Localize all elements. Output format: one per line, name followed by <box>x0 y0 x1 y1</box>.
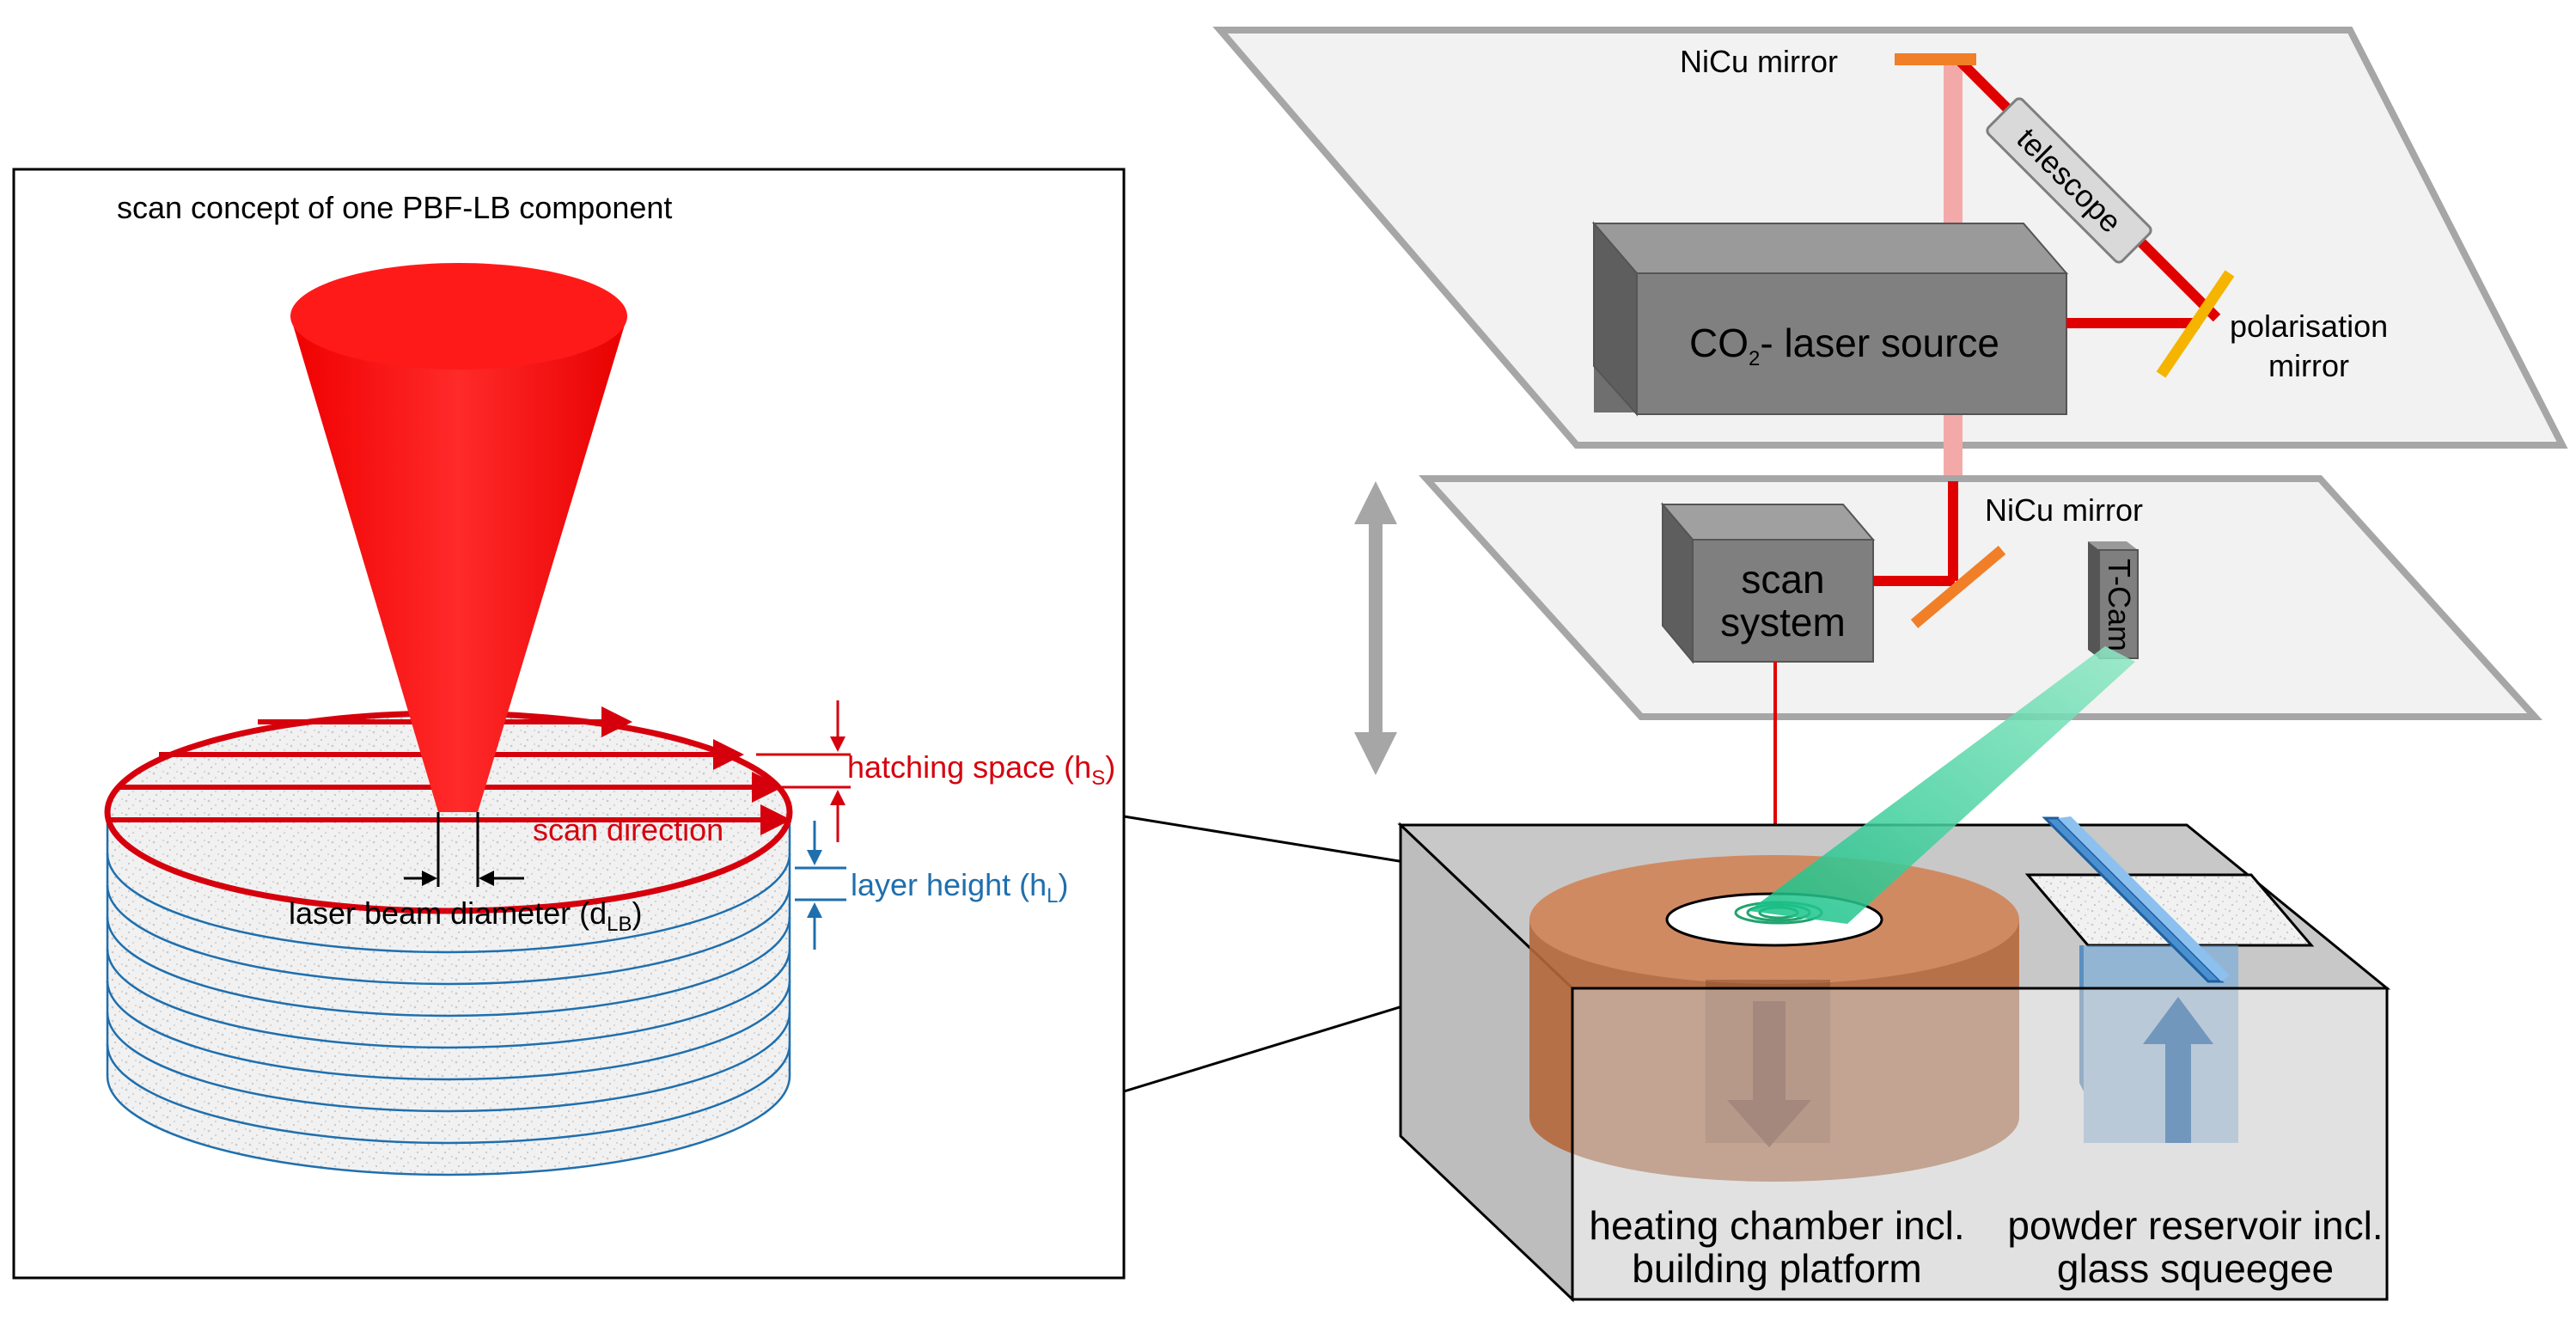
polarisation-mirror-label-2: mirror <box>2268 348 2349 383</box>
heating-chamber-label-2: building platform <box>1632 1246 1922 1291</box>
beam-diameter-marks <box>404 812 524 887</box>
vertical-move-arrow <box>1354 481 1397 775</box>
scan-system-box <box>1660 502 1876 664</box>
layer-outline <box>106 884 791 986</box>
nicu-mirror-top <box>1895 53 1976 65</box>
beam-diameter-label: laser beam diameter (dLB) <box>289 895 643 936</box>
nicu-mirror-mid <box>1910 546 2006 628</box>
laser-cone <box>290 263 627 812</box>
powder-reservoir-label-2: glass squeegee <box>2057 1246 2334 1291</box>
hatching-space-label: hatching space (hS) <box>847 749 1115 790</box>
camera-field-of-view <box>1749 646 2135 924</box>
layer-outline <box>106 1043 791 1145</box>
layer-height-label: layer height (hL) <box>851 867 1069 908</box>
scan-concept-inset: scan concept of one PBF-LB component <box>12 168 1126 1280</box>
polarisation-mirror-label: polarisation <box>2230 309 2388 344</box>
powder-reservoir-label: powder reservoir incl. <box>2007 1203 2383 1248</box>
laser-source-label: CO2- laser source <box>1689 321 1999 370</box>
scan-system-label-2: system <box>1720 600 1846 645</box>
layer-outline <box>106 1011 791 1113</box>
scan-direction-label: scan direction <box>533 812 723 847</box>
nicu-mirror-top-label: NiCu mirror <box>1680 44 1838 79</box>
inset-title: scan concept of one PBF-LB component <box>117 190 672 225</box>
laser-source-box <box>1591 221 2069 417</box>
scan-plate <box>1419 475 2542 720</box>
layer-outline <box>106 916 791 1018</box>
build-box-front <box>1571 987 2389 1301</box>
polarisation-mirror <box>2156 270 2235 378</box>
scan-system-label: scan <box>1741 557 1824 602</box>
layer-outline <box>106 980 791 1081</box>
tcam-box <box>2088 541 2139 659</box>
beam-into-scan <box>1873 481 1958 586</box>
nicu-mirror-mid-label: NiCu mirror <box>1985 492 2143 528</box>
heating-chamber-label: heating chamber incl. <box>1589 1203 1964 1248</box>
layer-outline <box>106 1075 791 1176</box>
layer-height-marks <box>795 821 846 950</box>
layer-outline <box>106 948 791 1049</box>
tcam-label: T-Cam <box>2102 559 2137 651</box>
hatching-space-marks <box>756 700 851 842</box>
layer-outline <box>106 852 791 954</box>
machine-setup: CO2- laser source telescope NiCu mirror … <box>1212 27 2568 1303</box>
